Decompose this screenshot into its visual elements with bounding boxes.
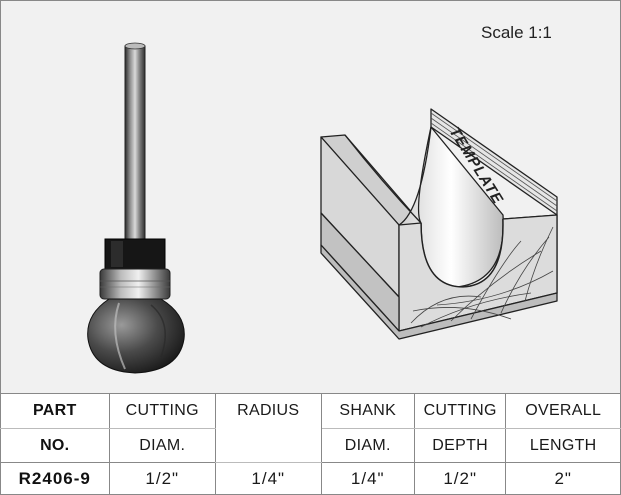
cell-radius: 1/4" <box>215 462 322 495</box>
table-row: R2406-9 1/2" 1/4" 1/4" 1/2" 2" <box>0 462 621 495</box>
header-overall-length-line2: LENGTH <box>505 428 621 463</box>
header-radius: RADIUS <box>215 393 322 463</box>
header-cutting-depth-line2: DEPTH <box>413 428 507 463</box>
header-cutting-depth-line1: CUTTING <box>413 393 507 429</box>
header-part-no-line2: NO. <box>0 428 110 463</box>
scale-label: Scale 1:1 <box>481 23 552 42</box>
header-part-no-line1: PART <box>0 393 110 429</box>
header-overall-length-line1: OVERALL <box>505 393 621 429</box>
router-bit <box>87 42 185 374</box>
cell-part-no: R2406-9 <box>0 462 110 495</box>
header-cutting-diam-line2: DIAM. <box>108 428 217 463</box>
template-diagram: TEMPLATE <box>320 108 558 340</box>
header-shank-diam-line2: DIAM. <box>320 428 415 463</box>
router-bit-illustration: TEMPLATE <box>87 42 558 374</box>
cell-shank-diam: 1/4" <box>320 462 415 495</box>
illustration-panel: Scale 1:1 <box>0 0 621 394</box>
cell-overall-length: 2" <box>505 462 621 495</box>
header-shank-diam-line1: SHANK <box>320 393 415 429</box>
spec-table: PART CUTTING RADIUS SHANK CUTTING OVERAL… <box>0 393 621 495</box>
header-cutting-diam-line1: CUTTING <box>108 393 217 429</box>
cell-cutting-diam: 1/2" <box>108 462 217 495</box>
cell-cutting-depth: 1/2" <box>413 462 507 495</box>
